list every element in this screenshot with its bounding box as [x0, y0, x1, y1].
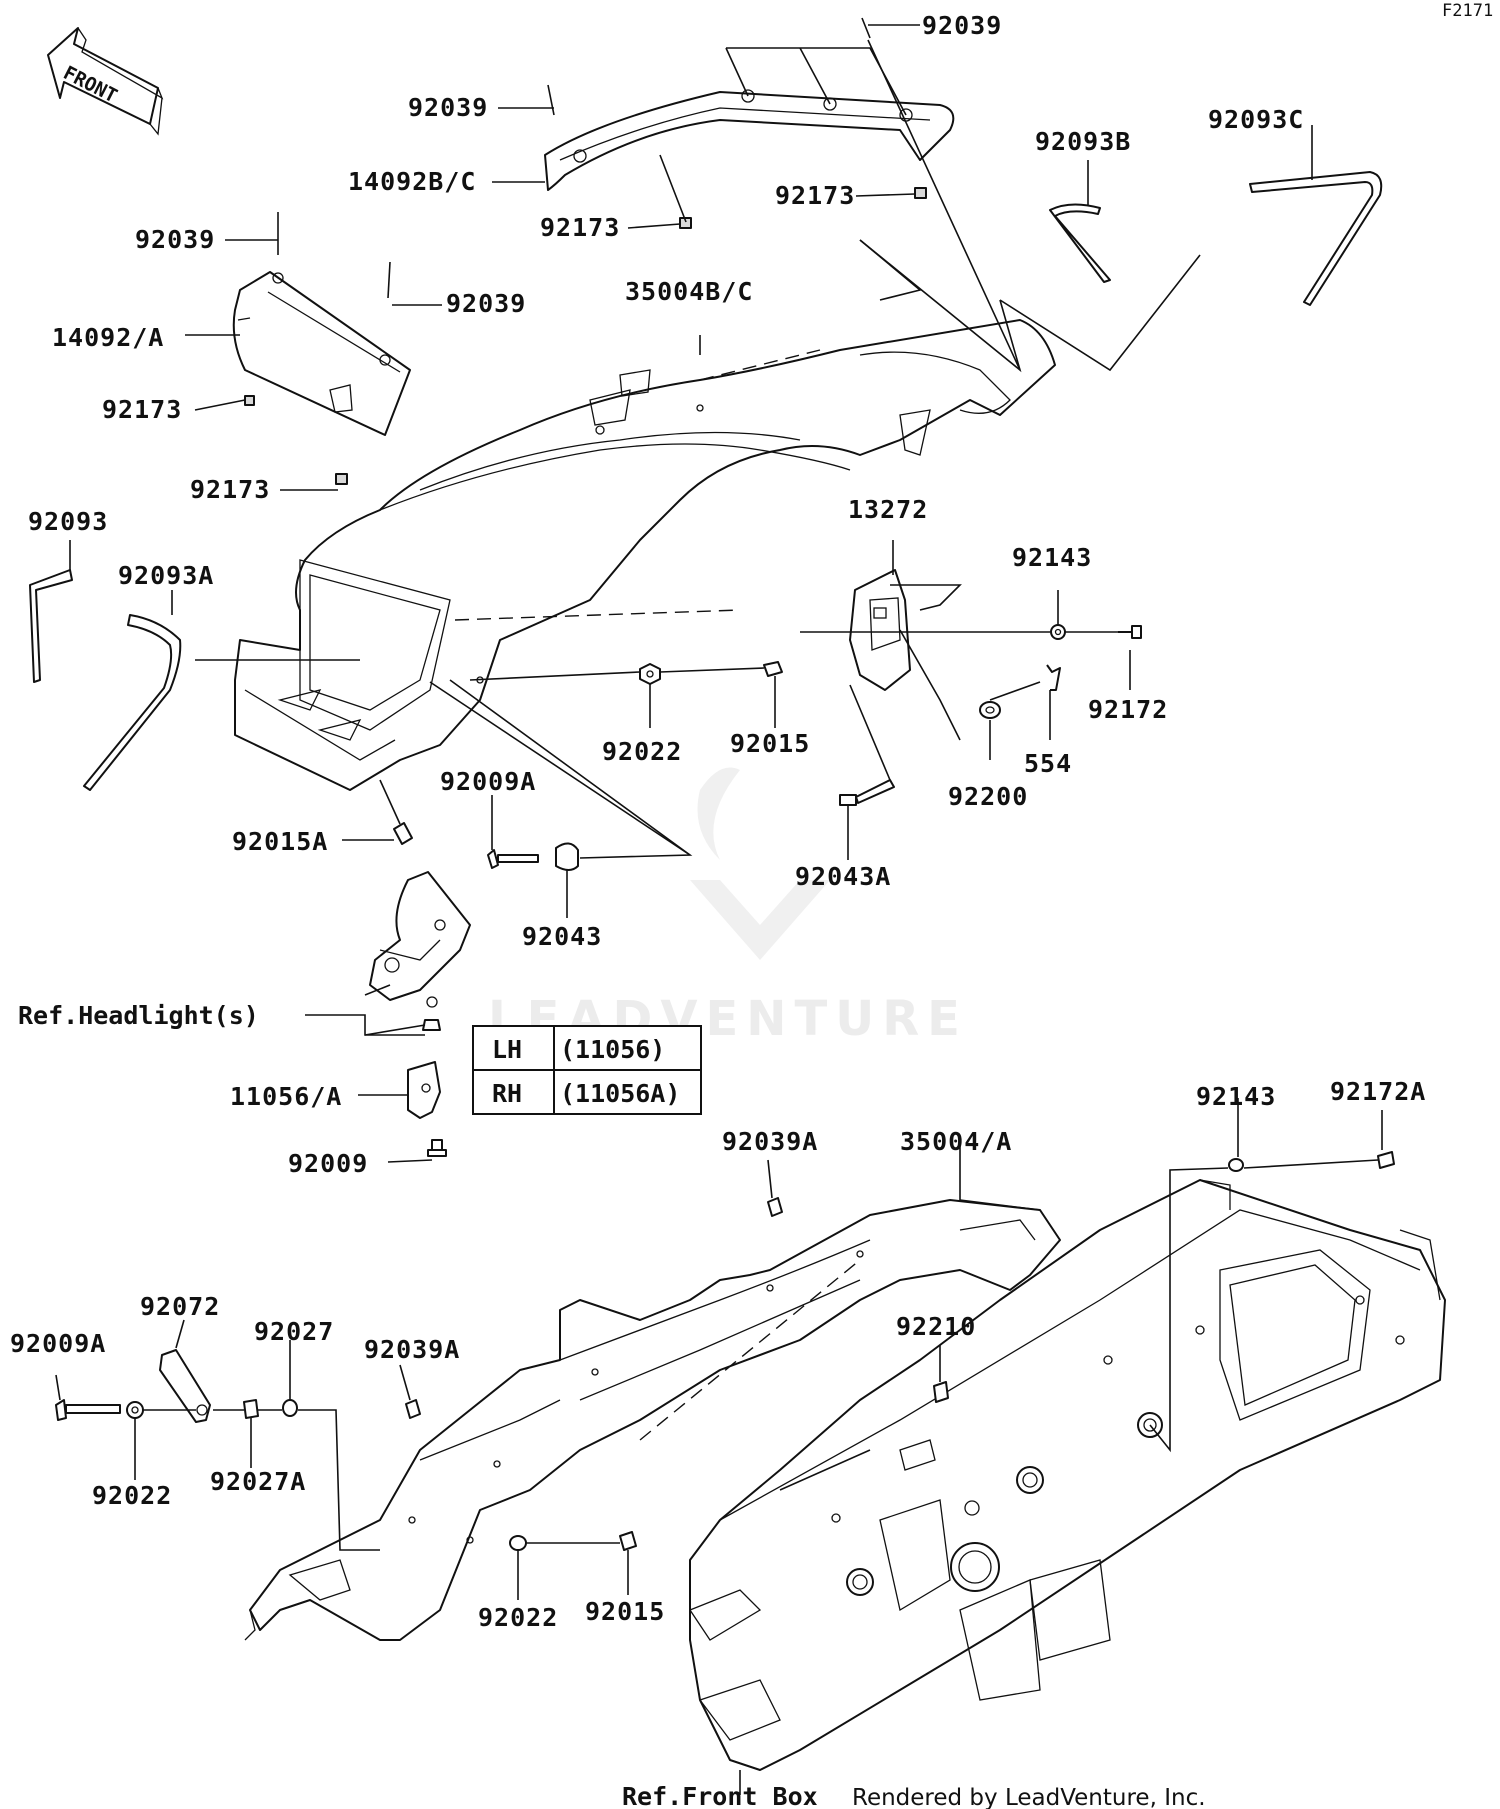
nut-92015a	[393, 822, 413, 845]
bolt-92043a	[839, 779, 895, 806]
nut-92015-a	[763, 661, 783, 677]
nut-92210	[933, 1381, 949, 1403]
label-92173-a: 92173	[540, 213, 620, 242]
clip-554	[1046, 664, 1061, 691]
screw-92172	[1118, 625, 1142, 639]
label-92039a-a: 92039A	[722, 1127, 818, 1156]
label-92039-top: 92039	[922, 11, 1002, 40]
bolt-92039a-b	[405, 1399, 421, 1419]
label-92022-a: 92022	[602, 737, 682, 766]
label-92039-c: 92039	[135, 225, 215, 254]
washer-92143-b	[1228, 1158, 1244, 1172]
label-92043a: 92043A	[795, 862, 891, 891]
cover-trim-14092bc	[544, 89, 955, 191]
label-92022-b: 92022	[92, 1481, 172, 1510]
washer-92200	[979, 701, 1001, 719]
lower-frame-body	[689, 1179, 1446, 1771]
label-92093a: 92093A	[118, 561, 214, 590]
label-92015-a: 92015	[730, 729, 810, 758]
cover-trim-14092a	[232, 271, 411, 436]
bracket-92072	[159, 1349, 211, 1423]
label-35004bc: 35004B/C	[625, 277, 753, 306]
label-92043: 92043	[522, 922, 602, 951]
label-92009: 92009	[288, 1149, 368, 1178]
bolt-92039a-a	[767, 1197, 783, 1217]
table-part-rh: (11056A)	[560, 1079, 680, 1108]
label-92022-c: 92022	[478, 1603, 558, 1632]
label-92072: 92072	[140, 1292, 220, 1321]
label-35004a: 35004/A	[900, 1127, 1012, 1156]
label-92173-c: 92173	[102, 395, 182, 424]
grommet-92043	[555, 842, 579, 871]
fastener-92039-group	[277, 17, 871, 299]
bracket-11056a	[407, 1061, 441, 1119]
credit-text: Rendered by LeadVenture, Inc.	[852, 1785, 1206, 1809]
label-92093c: 92093C	[1208, 105, 1304, 134]
bolt-92009a-a	[487, 849, 539, 869]
seal-92093b	[1049, 203, 1111, 283]
leader-lines	[55, 24, 1383, 1795]
seal-92093a	[83, 614, 182, 791]
front-arrow-icon: FRONT	[47, 27, 164, 136]
label-92093: 92093	[28, 507, 108, 536]
table-side-rh: RH	[492, 1079, 522, 1108]
label-92173-d: 92173	[190, 475, 270, 504]
side-table: LH (11056) RH (11056A)	[472, 1025, 702, 1115]
ref-front-box: Ref.Front Box	[622, 1782, 818, 1809]
label-92039a-b: 92039A	[364, 1335, 460, 1364]
label-92015a: 92015A	[232, 827, 328, 856]
ref-headlight: Ref.Headlight(s)	[18, 1001, 259, 1030]
label-92039-b: 92039	[408, 93, 488, 122]
bolt-92009a-b	[55, 1399, 121, 1421]
label-13272: 13272	[848, 495, 928, 524]
washer-92027	[282, 1399, 298, 1417]
label-92143-a: 92143	[1012, 543, 1092, 572]
headlight-bracket	[369, 871, 471, 1008]
bolt-headlight	[422, 1019, 441, 1031]
label-92093b: 92093B	[1035, 127, 1131, 156]
lower-cover-35004a	[244, 1199, 1061, 1641]
washer-92022-a	[639, 663, 661, 685]
label-92039-d: 92039	[446, 289, 526, 318]
label-92210: 92210	[896, 1312, 976, 1341]
table-part-lh: (11056)	[560, 1035, 665, 1064]
label-11056a: 11056/A	[230, 1082, 342, 1111]
label-92027a: 92027A	[210, 1467, 306, 1496]
label-14092bc: 14092B/C	[348, 167, 476, 196]
part-labels: 92039 92039 14092B/C 92173 92173 92093B …	[10, 11, 1426, 1809]
label-92200: 92200	[948, 782, 1028, 811]
label-92173-b: 92173	[775, 181, 855, 210]
label-92172a: 92172A	[1330, 1077, 1426, 1106]
label-92027: 92027	[254, 1317, 334, 1346]
washer-92022-b	[126, 1401, 144, 1419]
seal-92093c	[1249, 171, 1383, 306]
label-554: 554	[1024, 749, 1072, 778]
label-92172: 92172	[1088, 695, 1168, 724]
screw-92172a	[1377, 1151, 1395, 1169]
washer-92143-a	[1050, 624, 1066, 640]
label-92009a-b: 92009A	[10, 1329, 106, 1358]
leadventure-watermark: LEADVENTURE	[488, 767, 960, 1047]
upper-cover-35004bc	[234, 319, 1056, 791]
bolt-92009	[427, 1139, 447, 1157]
label-14092a: 14092/A	[52, 323, 164, 352]
table-side-lh: LH	[492, 1035, 522, 1064]
seal-92093	[29, 569, 73, 683]
bracket-13272	[849, 569, 911, 691]
label-92143-b: 92143	[1196, 1082, 1276, 1111]
washer-92022-c	[509, 1535, 527, 1551]
label-92015-b: 92015	[585, 1597, 665, 1626]
nut-92015-b	[619, 1531, 637, 1551]
collar-92027a	[243, 1399, 259, 1419]
label-92009a-a: 92009A	[440, 767, 536, 796]
diagram-code: F2171	[1442, 1, 1493, 21]
